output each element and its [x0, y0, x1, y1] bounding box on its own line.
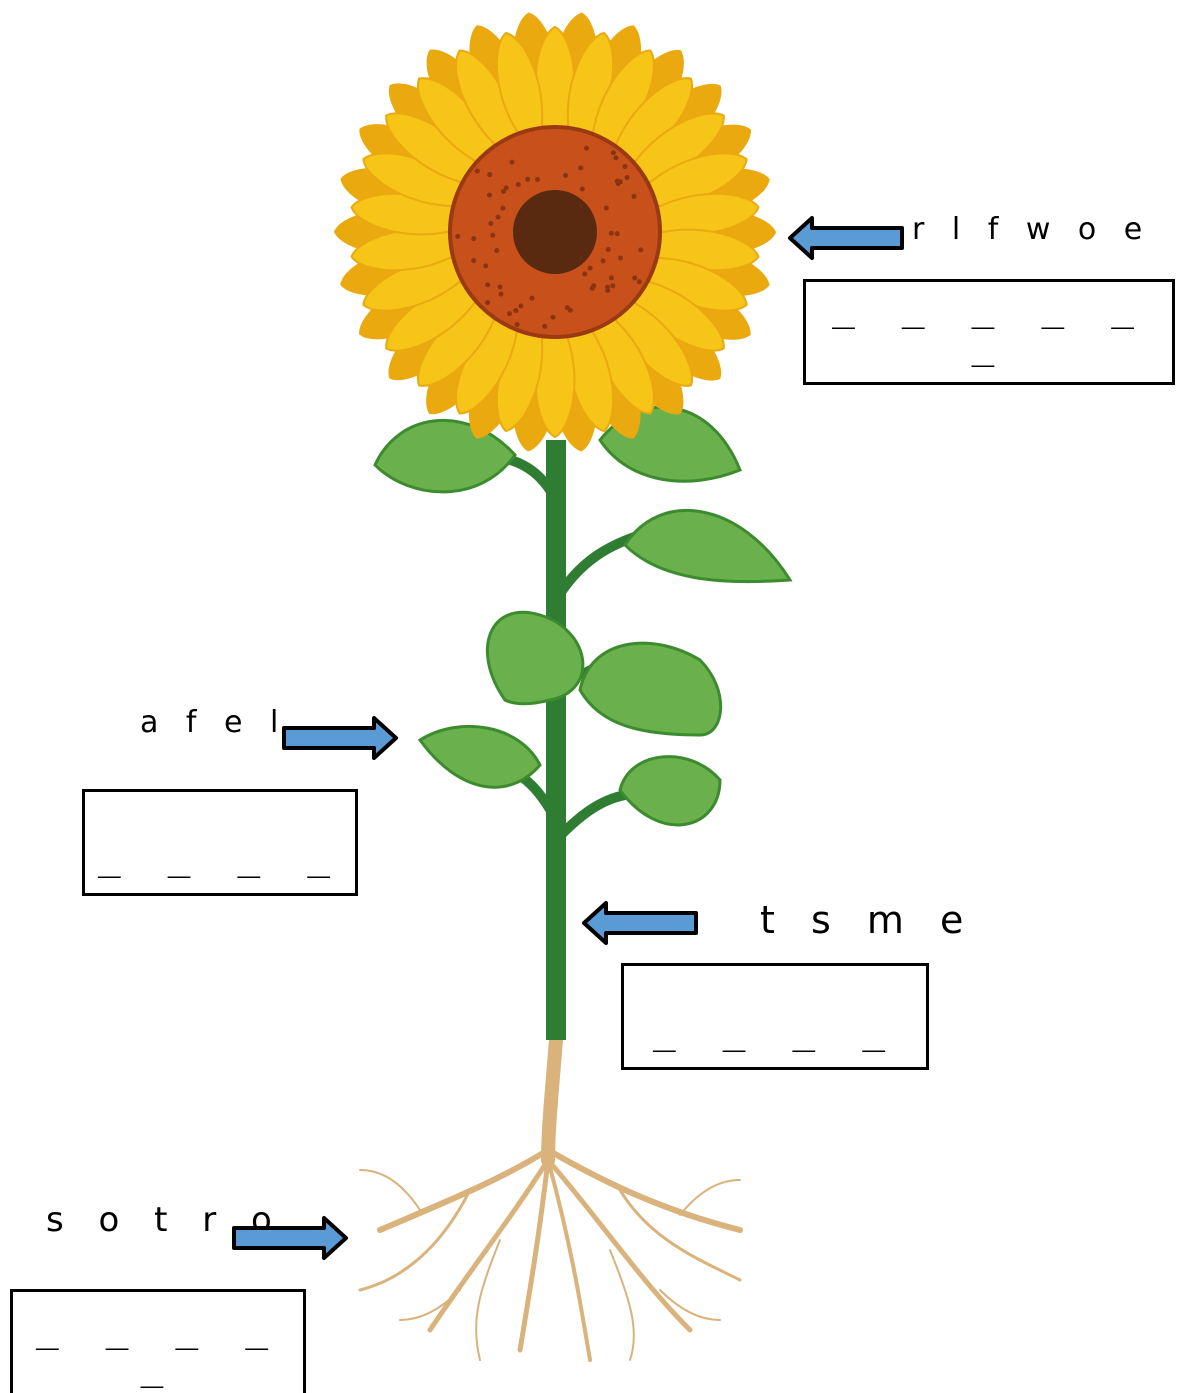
seed-dot	[498, 292, 503, 297]
seed-dot	[513, 308, 518, 313]
seed-dot	[622, 164, 627, 169]
roots-answer-box[interactable]: _ _ _ _ _	[10, 1289, 306, 1393]
seed-dot	[582, 271, 587, 276]
seed-dot	[542, 324, 547, 329]
seed-dot	[615, 179, 620, 184]
seed-dot	[551, 315, 556, 320]
seed-dot	[605, 288, 610, 293]
seed-dot	[515, 322, 520, 327]
seed-dot	[488, 221, 493, 226]
seed-dot	[509, 160, 514, 165]
seed-dot	[471, 236, 476, 241]
flower-arrow	[788, 214, 906, 262]
seed-dot	[496, 215, 501, 220]
seed-dot	[504, 185, 509, 190]
seed-dot	[485, 282, 490, 287]
leaves-illustration	[375, 407, 790, 825]
seed-dot	[487, 172, 492, 177]
flower-illustration	[335, 11, 775, 453]
seed-dot	[604, 206, 609, 211]
seed-dot	[563, 173, 568, 178]
seed-dot	[606, 247, 611, 252]
seed-dot	[601, 258, 606, 263]
seed-dot	[525, 177, 530, 182]
seed-dot	[578, 165, 583, 170]
seed-dot	[625, 175, 630, 180]
stem-answer-box[interactable]: _ _ _ _	[621, 963, 929, 1070]
roots-arrow	[230, 1215, 348, 1261]
leaf-answer-blanks: _ _ _ _	[85, 837, 355, 875]
seed-dot	[631, 194, 636, 199]
seed-dot	[615, 231, 620, 236]
seed-dot	[588, 266, 593, 271]
seed-dot	[483, 263, 488, 268]
seed-dot	[516, 182, 521, 187]
seed-dot	[580, 186, 585, 191]
roots-illustration	[360, 1040, 740, 1360]
flower-answer-box[interactable]: _ _ _ _ _ _	[803, 279, 1175, 385]
flower-answer-blanks: _ _ _ _ _ _	[806, 288, 1172, 364]
seed-dot	[490, 233, 495, 238]
seed-dot	[637, 279, 642, 284]
seed-dot	[475, 169, 480, 174]
seed-dot	[530, 296, 535, 301]
seed-dot	[591, 283, 596, 288]
seed-dot	[638, 247, 643, 252]
seed-dot	[471, 258, 476, 263]
seed-dot	[485, 300, 490, 305]
leaf-answer-box[interactable]: _ _ _ _	[82, 789, 358, 896]
leaf-arrow	[280, 715, 398, 761]
seed-dot	[618, 255, 623, 260]
seed-dot	[507, 311, 512, 316]
leaf-scrambled-word: a f e l	[140, 705, 287, 740]
stem-arrow	[582, 899, 700, 947]
seed-dot	[609, 275, 614, 280]
seed-dot	[500, 206, 505, 211]
seed-dot	[584, 146, 589, 151]
seed-dot	[632, 275, 637, 280]
stem-answer-blanks: _ _ _ _	[624, 1011, 926, 1049]
seed-dot	[498, 284, 503, 289]
seed-dot	[535, 177, 540, 182]
seed-dot	[494, 248, 499, 253]
seed-dot	[455, 234, 460, 239]
seed-dot	[609, 231, 614, 236]
seed-dot	[518, 303, 523, 308]
seed-dot	[611, 150, 616, 155]
seed-dot	[610, 283, 615, 288]
seed-dot	[487, 193, 492, 198]
seed-dot	[613, 155, 618, 160]
roots-answer-blanks: _ _ _ _ _	[13, 1309, 303, 1385]
flower-core	[513, 190, 597, 274]
flower-scrambled-word: r l f w o e	[912, 212, 1151, 247]
stem-scrambled-word: t s m e	[760, 898, 975, 942]
seed-dot	[565, 305, 570, 310]
